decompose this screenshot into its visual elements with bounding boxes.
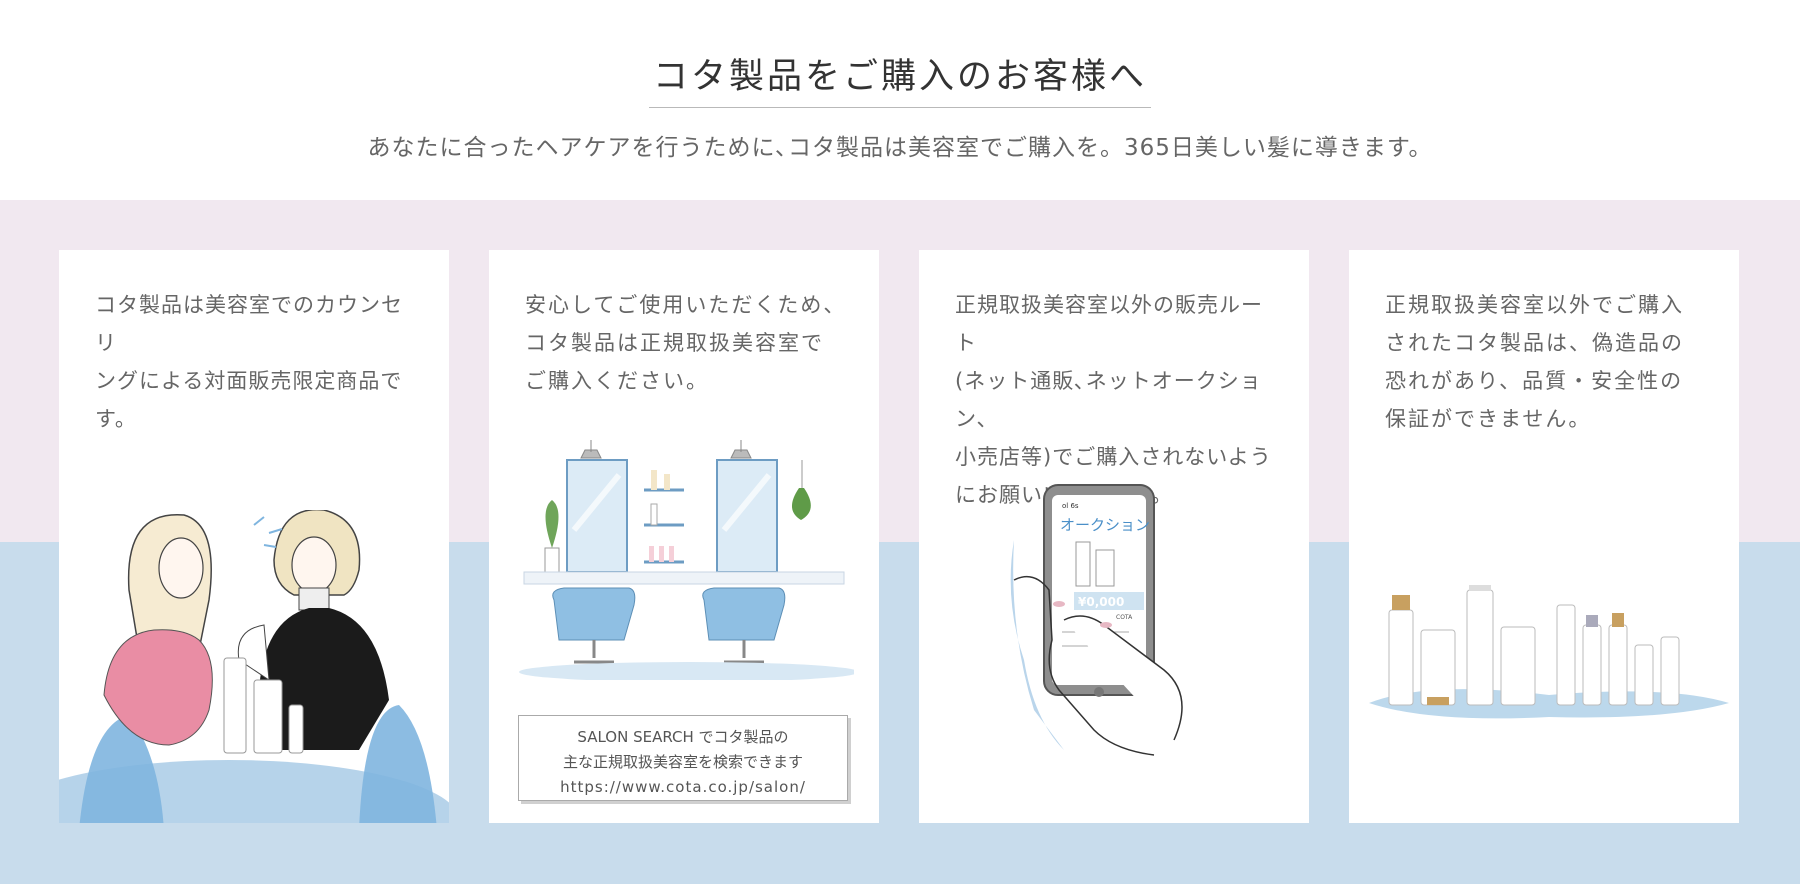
info-card-counseling: コタ製品は美容室でのカウンセリングによる対面販売限定商品です。 [59, 250, 449, 823]
phone-brand: COTA [1116, 614, 1133, 621]
salon-search-url[interactable]: https://www.cota.co.jp/salon/ [560, 778, 806, 796]
card-text: 正規取扱美容室以外でご購入されたコタ製品は、偽造品の恐れがあり、品質・安全性の保… [1385, 293, 1684, 431]
page-title: コタ製品をご購入のお客様へ [0, 48, 1800, 108]
info-card-unauthorized-routes: 正規取扱美容室以外の販売ルート(ネット通販､ネットオークション､小売店等)でご購… [919, 250, 1309, 823]
page-subtitle: あなたに合ったヘアケアを行うために､コタ製品は美容室でご購入を。365日美しい髪… [367, 135, 1433, 161]
header: コタ製品をご購入のお客様へ あなたに合ったヘアケアを行うために､コタ製品は美容室… [0, 0, 1800, 200]
two-women-counseling-illustration [59, 510, 449, 823]
info-card-counterfeit-warning: 正規取扱美容室以外でご購入されたコタ製品は、偽造品の恐れがあり、品質・安全性の保… [1349, 250, 1739, 823]
phone-auction-title: オークション [1060, 516, 1150, 534]
card-text: コタ製品は美容室でのカウンセリングによる対面販売限定商品です。 [95, 293, 403, 431]
card-text: 正規取扱美容室以外の販売ルート(ネット通販､ネットオークション､小売店等)でご購… [955, 293, 1272, 507]
phone-status-time: ol 6s [1062, 502, 1079, 510]
salon-search-link[interactable]: SALON SEARCH でコタ製品の 主な正規取扱美容室を検索できます htt… [518, 715, 848, 801]
phone-price: ¥0,000 [1078, 595, 1124, 609]
salon-search-line1: SALON SEARCH でコタ製品の [577, 728, 789, 746]
salon-interior-illustration [519, 440, 854, 680]
salon-search-line2: 主な正規取扱美容室を検索できます [562, 753, 803, 771]
smartphone-auction-illustration: ol 6s オークション ¥0,000 COTA [1010, 484, 1183, 756]
product-lineup-illustration [1369, 585, 1729, 719]
info-card-authorized-salon: 安心してご使用いただくため、コタ製品は正規取扱美容室でご購入ください。 SALO… [489, 250, 879, 823]
card-text: 安心してご使用いただくため、コタ製品は正規取扱美容室でご購入ください。 [525, 293, 847, 393]
